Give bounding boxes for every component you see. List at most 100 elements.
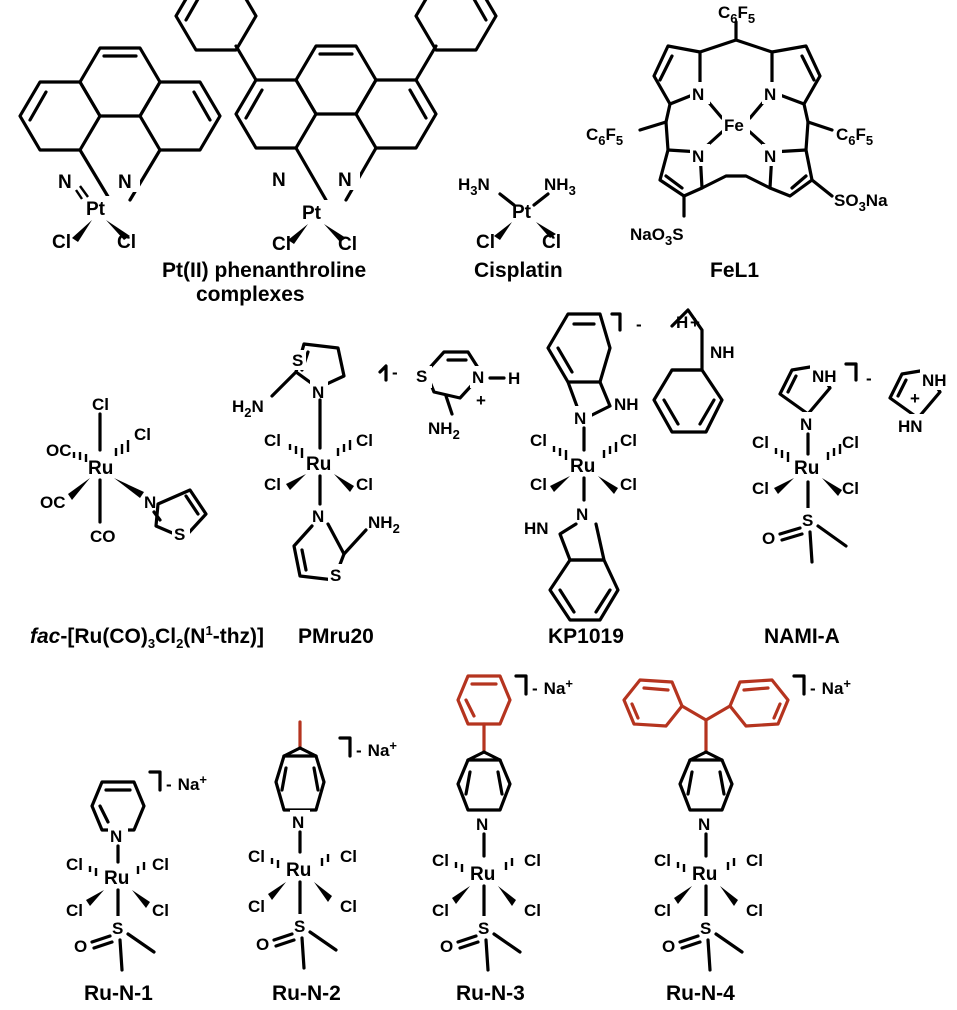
atom-h: H bbox=[508, 369, 520, 388]
atom-c6f5: C6F5 bbox=[586, 125, 623, 148]
atom-cl: Cl bbox=[530, 475, 547, 494]
atom-n: N bbox=[476, 815, 488, 834]
atom-fe: Fe bbox=[724, 116, 744, 135]
bracket bbox=[378, 364, 388, 382]
atom-nh: NH bbox=[812, 367, 837, 386]
atom-ru: Ru bbox=[794, 458, 819, 479]
atom-ru: Ru bbox=[104, 868, 129, 889]
label-cisplatin: Cisplatin bbox=[474, 259, 563, 282]
atom-cl: Cl bbox=[752, 479, 769, 498]
atom-cl: Cl bbox=[654, 851, 671, 870]
atom-nh: NH bbox=[922, 371, 947, 390]
atom-nh2: NH2 bbox=[368, 513, 400, 536]
atom-o: O bbox=[662, 937, 675, 956]
atom-hn: HN bbox=[898, 417, 923, 436]
label-ru-n-1: Ru-N-1 bbox=[84, 982, 153, 1005]
atom-cl: Cl bbox=[432, 901, 449, 920]
atom-cl: Cl bbox=[476, 232, 495, 253]
pyridine-ring bbox=[678, 758, 734, 812]
atom-cl: Cl bbox=[542, 232, 561, 253]
atom-o: O bbox=[440, 937, 453, 956]
nami-a-structure: NH - N Ru Cl Cl Cl Cl S O NH + HN bbox=[752, 362, 954, 564]
atom-n: N bbox=[58, 172, 72, 193]
atom-naso3: NaO3S bbox=[630, 225, 684, 248]
atom-ru: Ru bbox=[570, 456, 595, 477]
phenyl-ring-right bbox=[414, 0, 498, 52]
atom-c6f5: C6F5 bbox=[836, 125, 873, 148]
atom-cl: Cl bbox=[842, 479, 859, 498]
atom-cl: Cl bbox=[620, 431, 637, 450]
atom-oc: OC bbox=[40, 493, 66, 512]
atom-n: N bbox=[312, 507, 324, 526]
kp1019-structure: NH N - Ru Cl Cl Cl Cl N HN H + NH bbox=[524, 308, 735, 622]
atom-s: S bbox=[174, 525, 185, 544]
charge-minus: - bbox=[866, 369, 872, 388]
atom-cl: Cl bbox=[746, 851, 763, 870]
atom-co: CO bbox=[90, 527, 116, 546]
atom-cl: Cl bbox=[842, 433, 859, 452]
ru-n-3-structure: N -Na+ Ru Cl Cl Cl Cl S O bbox=[432, 674, 573, 972]
bracket bbox=[338, 736, 352, 758]
ru-n-1-structure: N -Na+ Ru Cl Cl Cl Cl S O bbox=[66, 770, 207, 972]
atom-cl: Cl bbox=[620, 475, 637, 494]
pyridine-ring bbox=[90, 780, 146, 832]
atom-oc: OC bbox=[46, 441, 72, 460]
atom-nh2: NH2 bbox=[428, 419, 460, 442]
thiazole-ring-bottom bbox=[292, 522, 346, 582]
atom-cl: Cl bbox=[264, 475, 281, 494]
charge-plus: + bbox=[690, 313, 700, 332]
label-pmru20: PMru20 bbox=[298, 625, 374, 648]
atom-cl: Cl bbox=[66, 855, 83, 874]
atom-h2n: H2N bbox=[232, 397, 264, 420]
atom-cl: Cl bbox=[248, 897, 265, 916]
ru-n-2-structure: N -Na+ Ru Cl Cl Cl Cl S O bbox=[248, 720, 397, 970]
pyridine-ring bbox=[456, 758, 512, 812]
atom-n: N bbox=[574, 409, 586, 428]
atom-nh: NH bbox=[614, 395, 639, 414]
atom-cl: Cl bbox=[66, 901, 83, 920]
atom-s: S bbox=[112, 919, 123, 938]
atom-ru: Ru bbox=[470, 864, 495, 885]
atom-so3na: SO3Na bbox=[834, 191, 888, 214]
thiazole-ring bbox=[154, 488, 208, 540]
atom-cl: Cl bbox=[340, 897, 357, 916]
charge-minus: - bbox=[636, 315, 642, 334]
atom-ru: Ru bbox=[88, 458, 113, 479]
atom-cl: Cl bbox=[152, 855, 169, 874]
benzene-ring-bottom bbox=[548, 558, 620, 622]
atom-n: N bbox=[118, 172, 132, 193]
pt-phen-complex-1: N N Pt Cl Cl bbox=[18, 46, 222, 253]
atom-cl: Cl bbox=[356, 475, 373, 494]
atom-n: N bbox=[272, 170, 286, 191]
atom-o: O bbox=[256, 935, 269, 954]
atom-n: N bbox=[144, 493, 156, 512]
atom-n: N bbox=[312, 383, 324, 402]
porphyrin-ring bbox=[652, 38, 822, 198]
counterion-na: -Na+ bbox=[810, 676, 851, 698]
counterion-na: -Na+ bbox=[166, 772, 207, 794]
bracket bbox=[610, 312, 622, 332]
phenyl-ring-red bbox=[456, 674, 512, 726]
label-kp1019: KP1019 bbox=[548, 625, 624, 648]
atom-n: N bbox=[472, 368, 484, 387]
label-fel1: FeL1 bbox=[710, 259, 759, 282]
bracket bbox=[514, 674, 528, 696]
atom-c6f5: C6F5 bbox=[718, 3, 755, 26]
phenyl-ring-red-left bbox=[622, 678, 684, 728]
label-fac-ru: fac-[Ru(CO)3Cl2(N1-thz)] bbox=[30, 623, 264, 651]
label-nami-a: NAMI-A bbox=[764, 625, 840, 648]
charge-minus: - bbox=[392, 363, 398, 382]
atom-nh3: NH3 bbox=[544, 175, 576, 198]
atom-nh: NH bbox=[710, 343, 735, 362]
atom-cl: Cl bbox=[272, 234, 291, 255]
atom-s: S bbox=[292, 351, 303, 370]
fel1-structure: C6F5 N N N N Fe C6F5 C6F5 SO3Na bbox=[586, 3, 888, 248]
atom-s: S bbox=[478, 919, 489, 938]
cisplatin-structure: H3N NH3 Pt Cl Cl bbox=[458, 175, 576, 253]
label-pt-phen-line2: complexes bbox=[196, 283, 305, 306]
atom-cl: Cl bbox=[432, 851, 449, 870]
atom-ru: Ru bbox=[286, 860, 311, 881]
pyrazole-ring-bottom bbox=[558, 522, 606, 562]
atom-n: N bbox=[110, 827, 122, 846]
